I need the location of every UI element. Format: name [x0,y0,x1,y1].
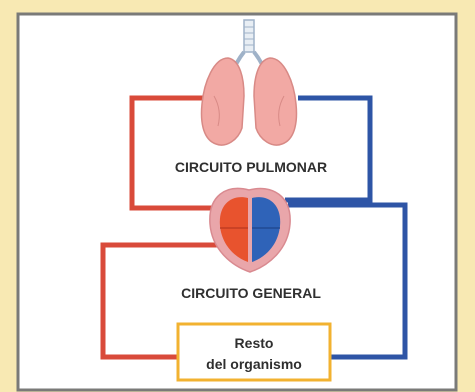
general-circuit-label: CIRCUITO GENERAL [181,285,321,301]
pulmonary-circuit-label: CIRCUITO PULMONAR [175,159,327,175]
rest-of-body-label-line2: del organismo [206,356,302,372]
rest-of-body-label-line1: Resto [235,335,274,351]
